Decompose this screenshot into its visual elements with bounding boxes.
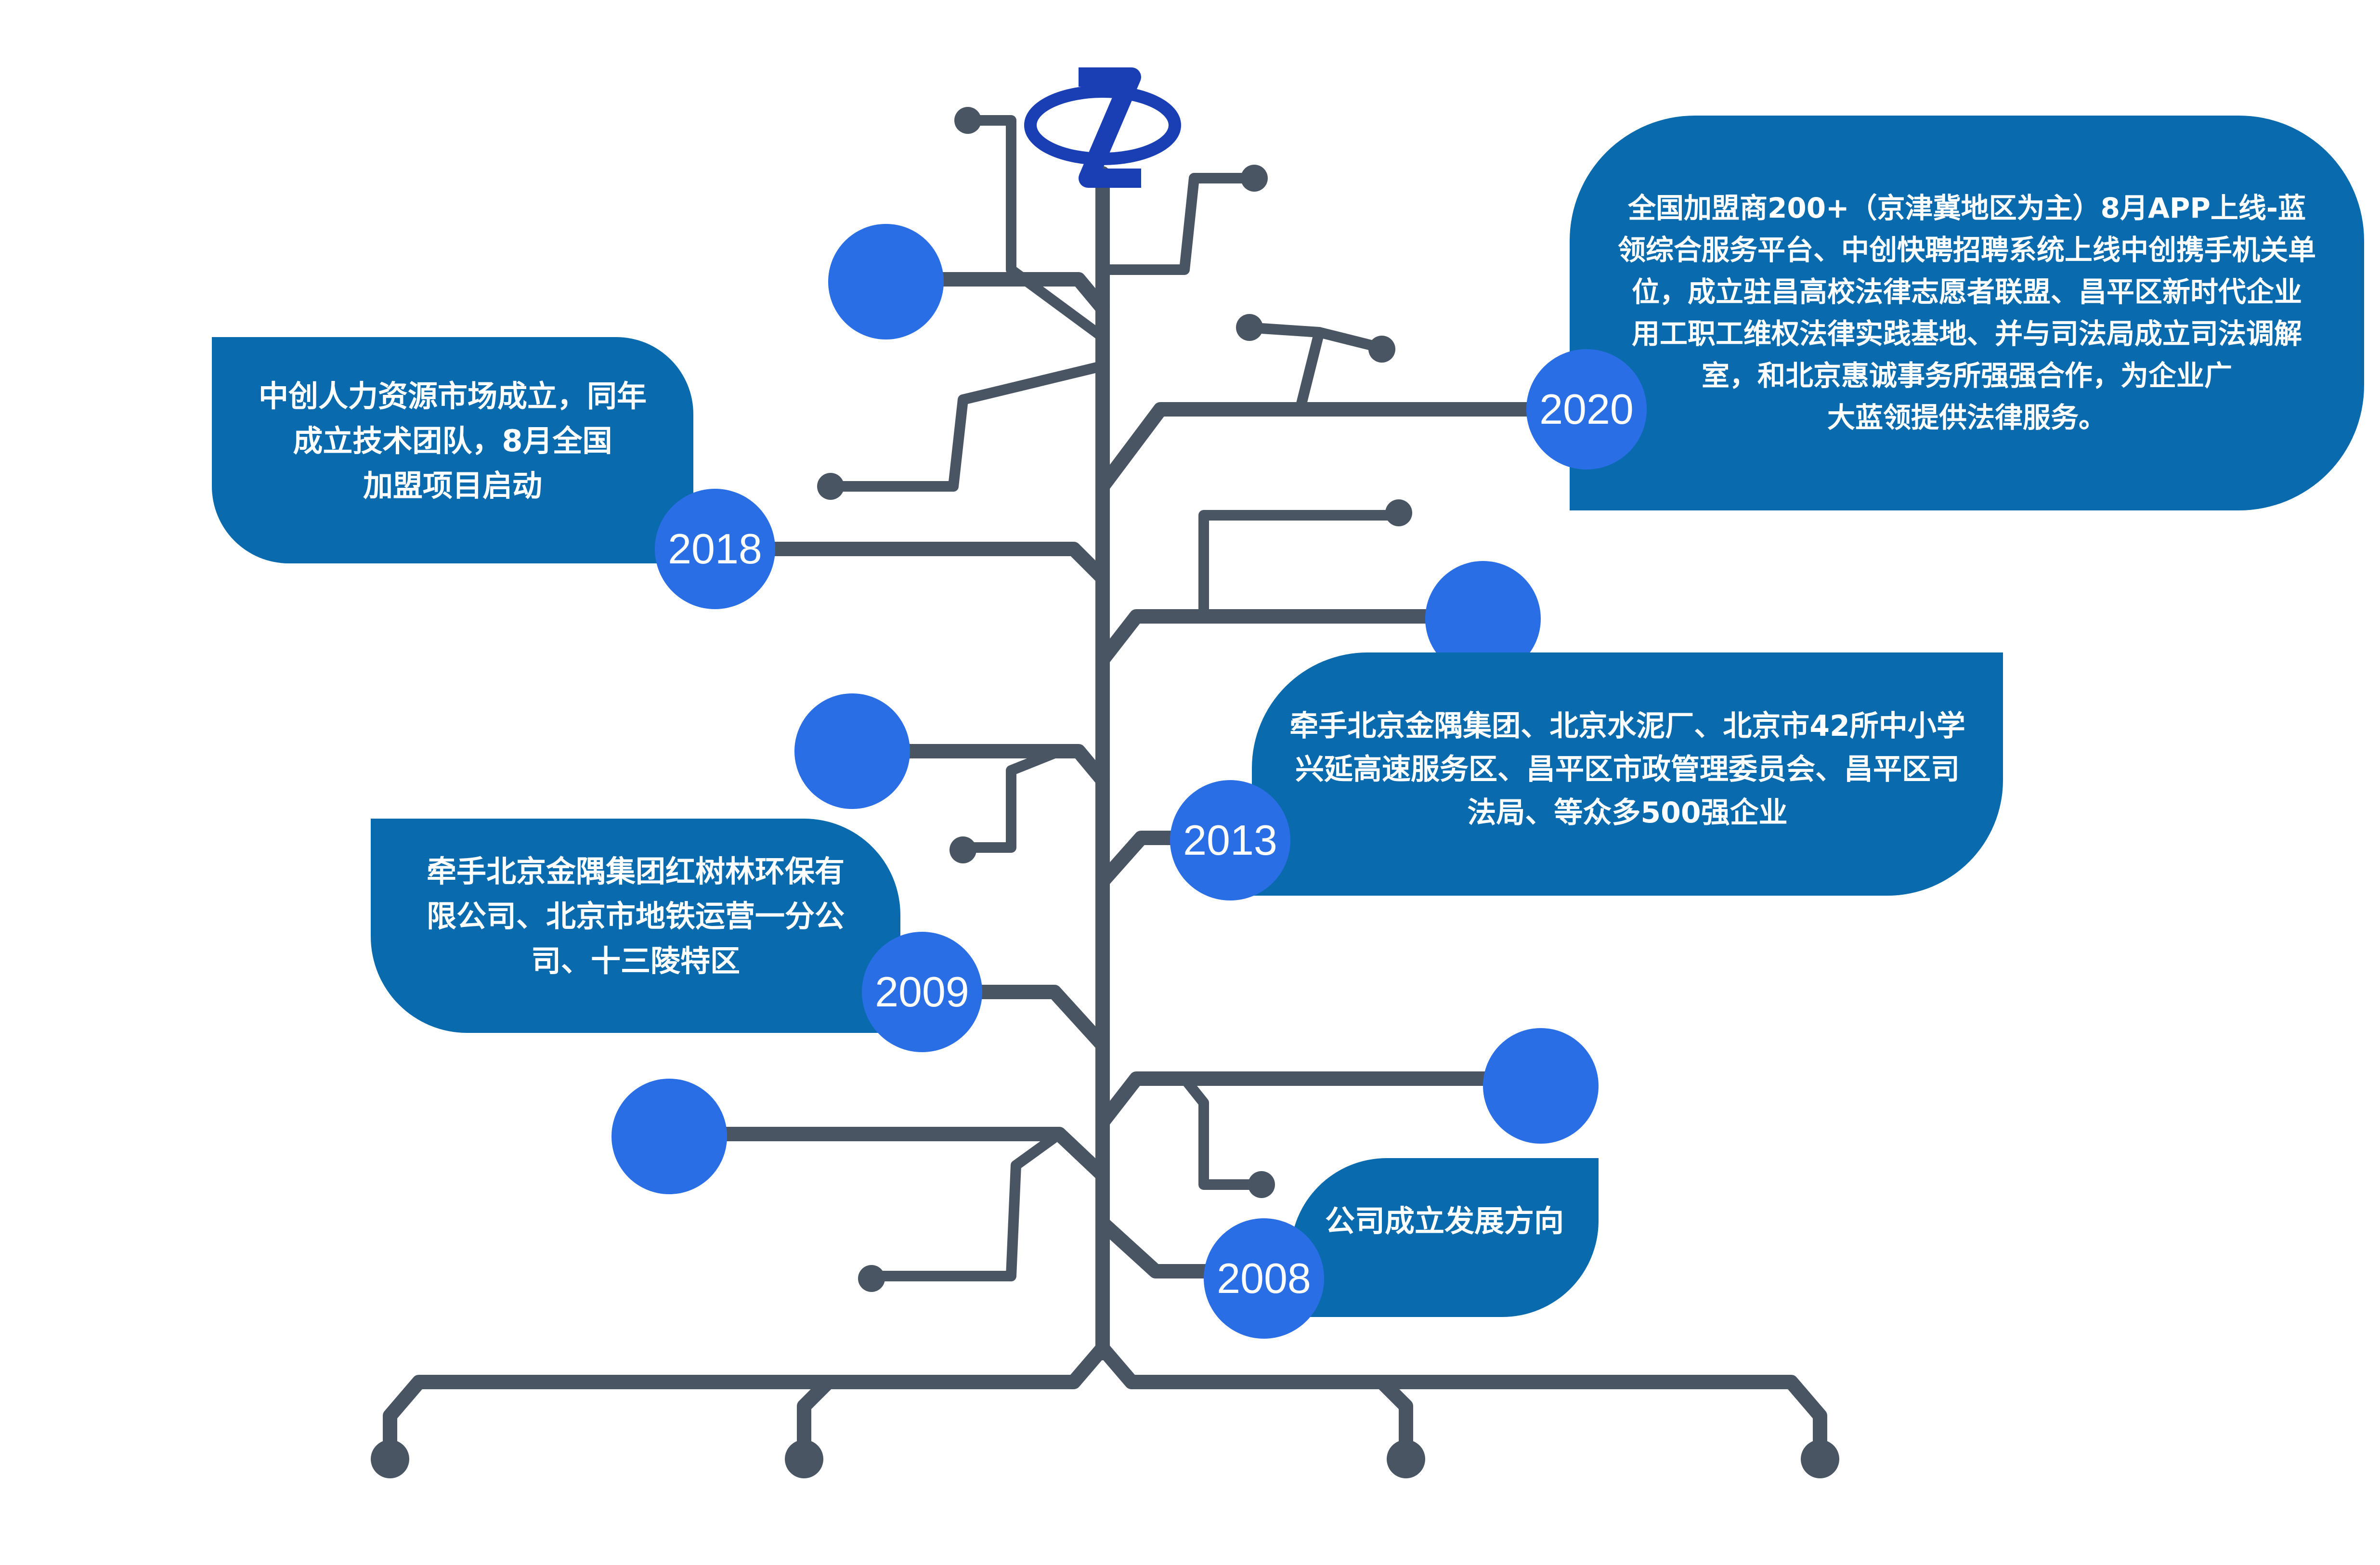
timeline-text-2013: 牵手北京金隅集团、北京水泥厂、北京市42所中小学 兴延高速服务区、昌平区市政管理… (1252, 652, 2003, 896)
decor-circles (611, 224, 1599, 1194)
year-badge-2009: 2009 (862, 932, 982, 1052)
year-badge-2008: 2008 (1204, 1218, 1324, 1339)
end-dots (371, 107, 1839, 1478)
year-badge-2020: 2020 (1526, 349, 1647, 470)
tree-trunk (383, 115, 1827, 1466)
year-badge-2018: 2018 (655, 489, 775, 609)
year-badge-2013: 2013 (1170, 780, 1290, 900)
timeline-text-2009: 牵手北京金隅集团红树林环保有 限公司、北京市地铁运营一分公 司、十三陵特区 (371, 819, 900, 1033)
timeline-text-2020: 全国加盟商200+（京津冀地区为主）8月APP上线-蓝 领综合服务平台、中创快聘… (1570, 116, 2364, 510)
timeline-text-2008: 公司成立发展方向 (1290, 1158, 1599, 1317)
timeline-text-2018: 中创人力资源市场成立，同年 成立技术团队，8月全国 加盟项目启动 (212, 337, 693, 563)
company-logo (1024, 67, 1181, 188)
